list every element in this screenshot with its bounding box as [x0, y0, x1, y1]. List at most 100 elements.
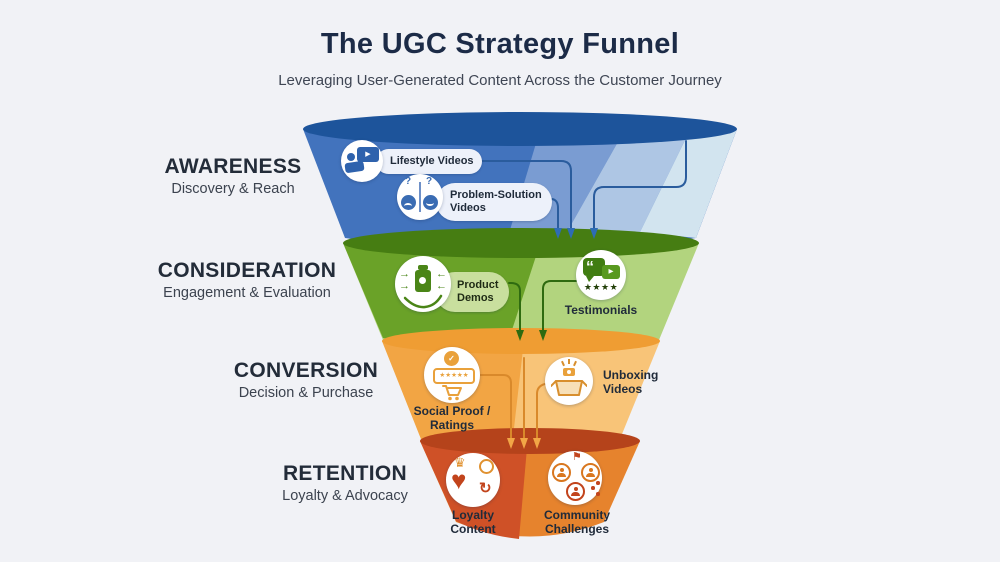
check-icon: ✓: [448, 354, 455, 363]
share-dot-shape: [596, 492, 600, 496]
problem-solution-videos-pill: Problem-Solution Videos: [436, 183, 552, 221]
stage-tagline-consideration: Engagement & Evaluation: [163, 285, 331, 301]
quote-icon: “: [586, 259, 594, 276]
page-title: The UGC Strategy Funnel: [320, 28, 680, 60]
stage-label-retention: RETENTION: [282, 462, 408, 485]
flow-arrow-consideration-2: [539, 330, 547, 341]
retention-funnel-top: [420, 428, 640, 454]
stage-label-conversion: CONVERSION: [233, 359, 379, 382]
avatar-shoulders-shape: [586, 473, 595, 477]
rating-bar-shape: ★★★★★: [433, 368, 475, 384]
bubble-tail-shape: [586, 276, 594, 282]
testimonials-caption: Testimonials: [564, 303, 638, 317]
happy-face-icon: [423, 195, 438, 210]
question-mark-icon: ?: [426, 176, 433, 187]
lifestyle-videos-pill: Lifestyle Videos: [376, 149, 482, 174]
person-avatar-icon: [581, 463, 600, 482]
sad-face-icon: [401, 195, 416, 210]
avatar-shoulders-shape: [557, 473, 566, 477]
stage-block-conversion: CONVERSION Decision & Purchase: [196, 359, 416, 401]
camera-lens-shape: [567, 370, 571, 374]
testimonials-icon: “ ▶ ★★★★: [576, 250, 626, 300]
hand-icon: [403, 294, 443, 309]
flag-icon: ⚑: [572, 451, 582, 463]
unboxing-videos-icon: [545, 357, 593, 405]
camera-icon: [563, 368, 575, 376]
awareness-highlight-band-2: [567, 130, 690, 232]
question-mark-icon: ?: [405, 176, 412, 187]
problem-solution-videos-icon: ? ?: [397, 174, 443, 220]
product-tube-cap-shape: [418, 265, 428, 270]
arrow-left-icon: ←: [436, 268, 447, 280]
connector-testimonials: [542, 280, 577, 331]
loyalty-content-caption: Loyalty Content: [450, 508, 496, 537]
ray-shape: [573, 360, 577, 367]
person-head-shape: [347, 153, 355, 161]
flow-arrow-awareness-1: [554, 228, 562, 239]
stage-block-retention: RETENTION Loyalty & Advocacy: [235, 462, 455, 504]
avatar-head-shape: [559, 468, 564, 472]
stage-block-awareness: AWARENESS Discovery & Reach: [123, 155, 343, 197]
quote-bubble-shape: “: [583, 258, 605, 276]
awareness-highlight-band-3: [640, 129, 737, 238]
open-box-shape: [551, 380, 587, 396]
arrow-left-icon: ←: [436, 280, 447, 292]
play-icon: ▶: [608, 268, 614, 275]
ray-shape: [561, 360, 565, 367]
avatar-head-shape: [573, 487, 578, 491]
arrow-right-icon: →: [399, 268, 410, 280]
ray-shape: [568, 359, 570, 364]
connector-social-proof: [479, 374, 512, 439]
five-stars-icon: ★★★★★: [439, 372, 469, 379]
person-body-shape: [344, 160, 365, 174]
connector-lifestyle-videos: [481, 160, 572, 229]
video-screen-shape: ▶: [357, 147, 379, 162]
divider-line: [419, 182, 421, 212]
stage-tagline-retention: Loyalty & Advocacy: [282, 488, 408, 504]
happy-mouth-shape: [426, 200, 434, 206]
connector-awareness-right: [593, 140, 687, 229]
community-challenges-caption: Community Challenges: [544, 508, 610, 537]
flow-arrow-conversion-3: [533, 438, 541, 449]
cycle-arrows-icon: ↻: [479, 480, 492, 497]
video-bubble-shape: ▶: [602, 265, 620, 279]
flow-arrow-consideration-1: [516, 330, 524, 341]
lifestyle-videos-label: Lifestyle Videos: [390, 154, 474, 167]
flow-arrow-awareness-3: [590, 228, 598, 239]
connector-unboxing: [536, 383, 546, 439]
product-demos-label: Product Demos: [457, 278, 499, 304]
loyalty-content-icon: ♛ ♥ ↻: [446, 453, 500, 507]
lifestyle-videos-icon: ▶: [341, 140, 383, 182]
four-stars-icon: ★★★★: [583, 282, 619, 292]
stage-tagline-conversion: Decision & Purchase: [238, 385, 374, 401]
consideration-funnel-top: [343, 228, 699, 258]
stage-label-awareness: AWARENESS: [164, 155, 302, 178]
social-proof-ratings-caption: Social Proof / Ratings: [413, 404, 491, 433]
check-badge-icon: ✓: [444, 351, 459, 366]
sad-mouth-shape: [404, 203, 412, 209]
page-subtitle: Leveraging User-Generated Content Across…: [278, 72, 722, 89]
share-dot-shape: [591, 486, 595, 490]
flow-arrow-conversion-1: [507, 438, 515, 449]
unboxing-videos-caption: Unboxing Videos: [603, 368, 659, 397]
play-icon: ▶: [365, 151, 371, 158]
product-tube-shape: [415, 270, 431, 292]
stage-tagline-awareness: Discovery & Reach: [171, 181, 295, 197]
flow-arrow-conversion-2: [520, 438, 528, 449]
product-demos-icon: → → ← ←: [395, 256, 451, 312]
person-avatar-icon: [552, 463, 571, 482]
avatar-shoulders-shape: [571, 492, 580, 496]
stage-label-consideration: CONSIDERATION: [157, 259, 337, 282]
crown-icon: ♛: [454, 455, 466, 470]
product-tube-dot: [419, 277, 426, 284]
avatar-head-shape: [588, 468, 593, 472]
flow-arrow-awareness-2: [567, 228, 575, 239]
social-proof-ratings-icon: ✓ ★★★★★: [424, 347, 480, 403]
problem-solution-videos-label: Problem-Solution Videos: [450, 188, 542, 214]
medal-icon: [479, 459, 494, 474]
person-avatar-icon: [566, 482, 585, 501]
community-challenges-icon: ⚑: [548, 451, 602, 505]
arrow-right-icon: →: [399, 280, 410, 292]
share-dot-shape: [596, 481, 600, 485]
